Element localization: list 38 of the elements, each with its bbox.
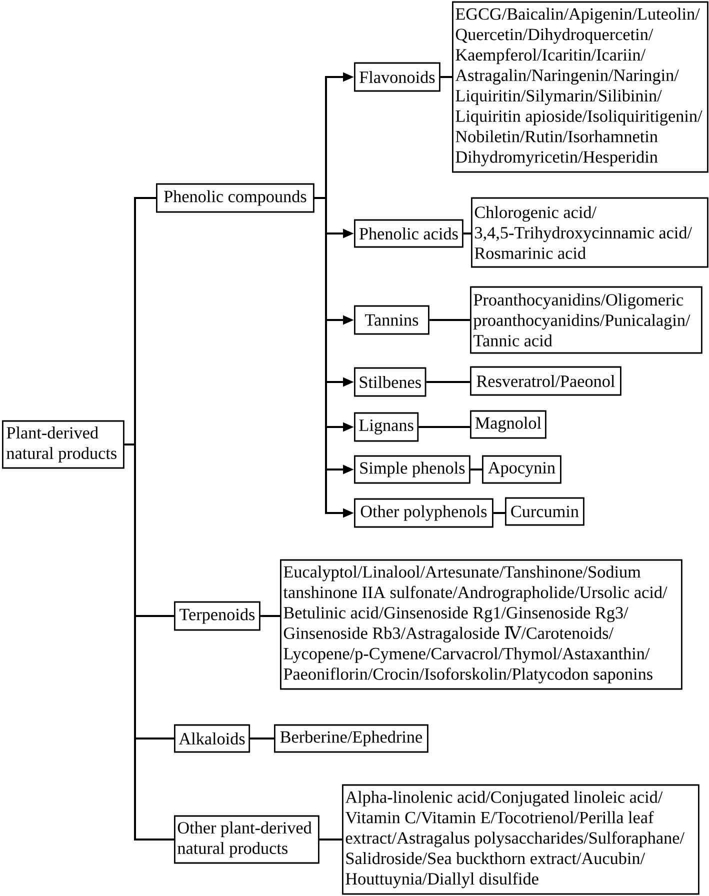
subcategory-box: Stilbenes [354, 367, 426, 397]
connector-line [440, 76, 452, 78]
compound-list-box: Alpha-linolenic acid/Conjugated linoleic acid/ Vitamin C/Vitamin E/Tocotrienol/Perilla leaf extract/Astragalus polysaccharides/Sulforaphane/ Salidroside/Sea buckthorn extract/Aucubin/ Houttuynia/Diallyl disulfide [342, 784, 700, 895]
compound-list-box: Magnolol [470, 410, 546, 439]
compound-list-box: Resveratrol/Paeonol [470, 366, 622, 396]
connector-line [135, 838, 174, 840]
subcategory-box: Lignans [354, 412, 419, 442]
connector-line [319, 838, 342, 840]
connector-line [429, 319, 470, 321]
connector-line [260, 615, 280, 617]
compound-list-box: Berberine/Ephedrine [274, 724, 428, 753]
root-box: Plant-derived natural products [2, 420, 124, 469]
connector-line [123, 197, 136, 840]
compound-list-box: Curcumin [505, 497, 584, 526]
category-box: Other plant-derived natural products [174, 815, 320, 864]
connector-line [250, 738, 274, 740]
compound-list-box: Chlorogenic acid/ 3,4,5-Trihydroxycinnamic acid/ Rosmarinic acid [471, 197, 708, 268]
subcategory-box: Flavonoids [354, 62, 440, 92]
compound-list-box: EGCG/Baicalin/Apigenin/Luteolin/ Quercetin/Dihydroquercetin/ Kaempferol/Icaritin/Icariin/ Astragalin/Naringenin/Naringin/ Liquiritin/Silymarin/Silibinin/ Liquiritin apioside/Isoliquiritigenin/ Nobiletin/Rutin/Isorhamnetin Dihydromyricetin/Hesperidin [452, 1, 708, 173]
connector-line [313, 76, 327, 514]
connector-line [426, 381, 470, 383]
compound-list-box: Eucalyptol/Linalool/Artesunate/Tanshinone/Sodium tanshinone IIA sulfonate/Andrographolide/Ursolic acid/ Betulinic acid/Ginsenoside Rg1/Ginsenoside Rg3/ Ginsenoside Rb3/Astragaloside Ⅳ/Carotenoids/ Lycopene/p-Cymene/Carvacrol/Thymol/Astaxanthin/ Paeoniflorin/Crocin/Isoforskolin/Platycodon saponins [280, 559, 682, 690]
connector-line [135, 738, 174, 740]
subcategory-box: Other polyphenols [354, 498, 494, 528]
category-box: Terpenoids [174, 601, 260, 631]
compound-list-box: Proanthocyanidins/Oligomeric proanthocyanidins/Punicalagin/ Tannic acid [470, 286, 702, 354]
connector-line [470, 468, 482, 470]
subcategory-box: Tannins [354, 305, 430, 335]
connector-line [135, 615, 174, 617]
subcategory-box: Phenolic acids [354, 219, 464, 248]
compound-list-box: Apocynin [482, 455, 562, 484]
category-box: Phenolic compounds [156, 183, 314, 213]
connector-line [418, 426, 470, 428]
connector-line [463, 232, 471, 234]
connector-line [493, 512, 505, 514]
category-box: Alkaloids [174, 724, 250, 753]
connector-line [135, 197, 156, 199]
subcategory-box: Simple phenols [354, 455, 470, 484]
